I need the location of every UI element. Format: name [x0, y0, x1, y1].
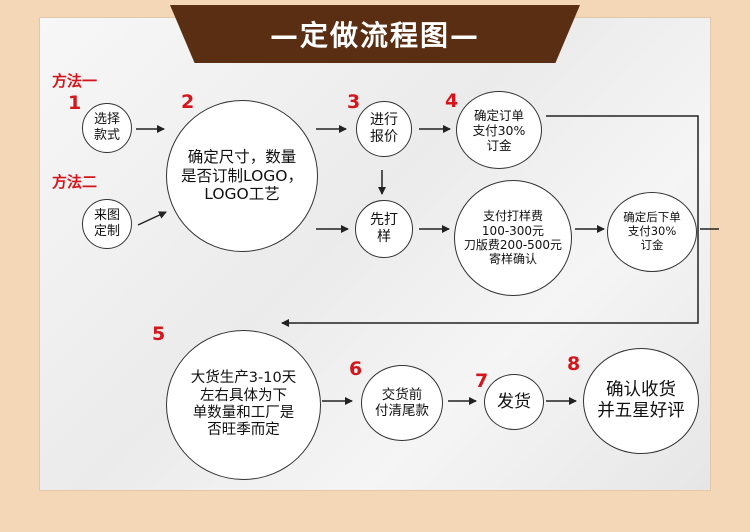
node-pay-balance: 交货前付清尾款 [361, 365, 443, 441]
step-number-1: 1 [68, 92, 82, 114]
node-custom-design: 来图定制 [82, 199, 132, 249]
diagram-title: —定做流程图— [170, 5, 580, 63]
step-number-2: 2 [181, 91, 195, 113]
step-number-5: 5 [152, 323, 166, 345]
step-number-8: 8 [567, 353, 581, 375]
node-select-style: 选择款式 [82, 103, 132, 153]
step-number-7: 7 [475, 370, 489, 392]
node-confirm-size: 确定尺寸，数量是否订制LOGO，LOGO工艺 [166, 100, 318, 252]
step-number-3: 3 [347, 91, 361, 113]
step-number-6: 6 [349, 358, 363, 380]
method-1-label: 方法一 [52, 72, 98, 90]
arrow-order-to-production [281, 115, 699, 327]
node-production: 大货生产3-10天左右具体为下单数量和工厂是否旺季而定 [166, 330, 321, 480]
node-ship: 发货 [484, 374, 544, 430]
node-confirm-after-sample: 确定后下单支付30%订金 [607, 192, 697, 272]
node-quote: 进行报价 [356, 101, 412, 157]
node-confirm-review: 确认收货并五星好评 [583, 348, 699, 454]
node-sample: 先打样 [355, 200, 413, 258]
arrow-custom-to-size [137, 211, 167, 226]
node-confirm-order: 确定订单支付30%订金 [456, 91, 542, 169]
step-number-4: 4 [445, 90, 459, 112]
method-2-label: 方法二 [52, 173, 98, 191]
